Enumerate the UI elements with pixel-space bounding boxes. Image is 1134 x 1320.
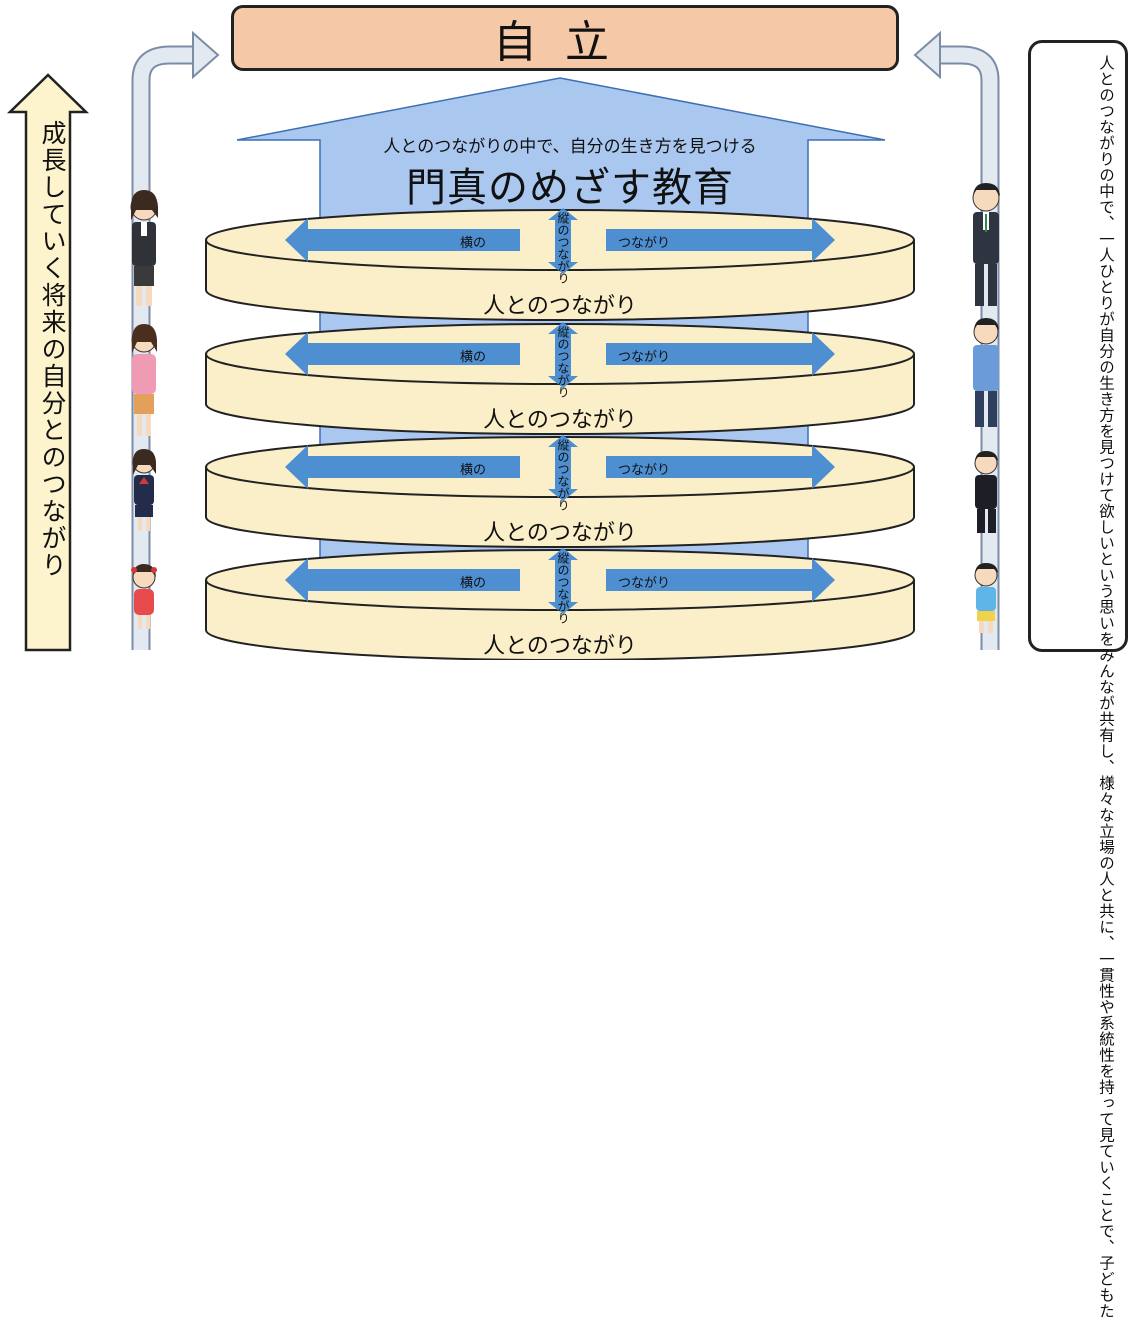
left-curved-arrow <box>131 30 220 650</box>
horizontal-label-left: 横の <box>460 463 487 478</box>
ring-label: 人とのつながり <box>483 408 637 433</box>
vertical-arrow-3 <box>548 435 578 501</box>
horizontal-label-right: つながり <box>618 576 671 591</box>
horizontal-label-left: 横の <box>460 236 487 251</box>
center-main-title: 門真のめざす教育 <box>406 165 734 211</box>
vertical-label: 縦のつながり <box>556 212 570 284</box>
title-text: 自立 <box>493 17 637 68</box>
man-suit-icon <box>972 183 1000 306</box>
horizontal-arrow-3 <box>285 445 835 489</box>
title-box: 自立 <box>231 5 899 71</box>
boy-child-icon <box>974 563 998 633</box>
horizontal-label-right: つながり <box>618 350 671 365</box>
horizontal-label-right: つながり <box>618 463 671 478</box>
note-box: 人とのつながりの中で、一人ひとりが自分の生き方を見つけて欲しいという思いをみんな… <box>1028 40 1128 1320</box>
horizontal-label-left: 横の <box>460 576 487 591</box>
horizontal-arrow-4 <box>285 558 835 602</box>
horizontal-label-right: つながり <box>618 236 671 251</box>
boy-student-icon <box>974 451 998 533</box>
center-subtitle: 人とのつながりの中で、自分の生き方を見つける <box>383 137 757 157</box>
note-text: 人とのつながりの中で、一人ひとりが自分の生き方を見つけて欲しいという思いをみんな… <box>1097 55 1115 1320</box>
ring-label: 人とのつながり <box>483 634 637 659</box>
horizontal-arrow-1 <box>285 218 835 262</box>
vertical-label: 縦のつながり <box>556 552 570 624</box>
diagram-canvas <box>6 30 1000 660</box>
woman-adult-icon <box>130 190 158 306</box>
ring-label: 人とのつながり <box>483 521 637 546</box>
growth-label: 成長していく将来の自分とのつながり <box>38 120 67 579</box>
vertical-label: 縦のつながり <box>556 439 570 511</box>
woman-pink-icon <box>131 324 157 436</box>
ring-label: 人とのつながり <box>483 294 637 319</box>
vertical-arrow-1 <box>548 208 578 274</box>
child-girl-icon <box>131 564 157 629</box>
growth-up-arrow <box>6 73 90 652</box>
horizontal-label-left: 横の <box>460 350 487 365</box>
vertical-arrow-2 <box>548 322 578 388</box>
girl-student-icon <box>132 449 156 531</box>
man-blue-shirt-icon <box>973 318 999 427</box>
vertical-arrow-4 <box>548 548 578 614</box>
vertical-label: 縦のつながり <box>556 326 570 398</box>
horizontal-arrow-2 <box>285 332 835 376</box>
right-curved-arrow <box>913 30 1000 650</box>
